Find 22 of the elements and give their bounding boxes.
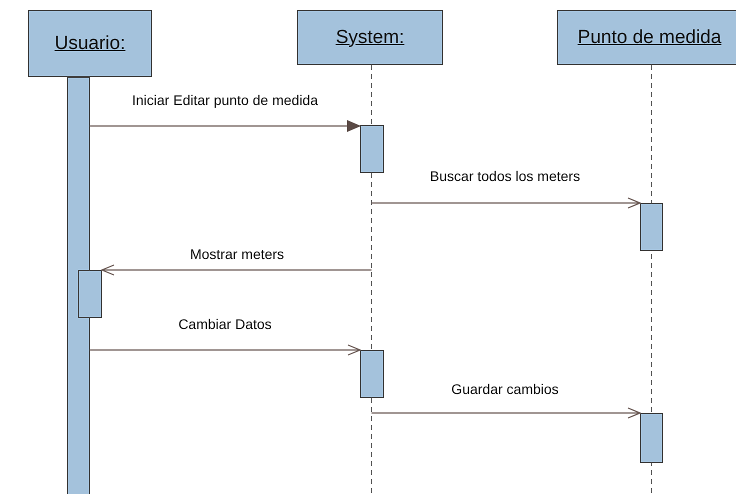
- message-arrow: [90, 120, 361, 132]
- message-label: Cambiar Datos: [178, 316, 272, 332]
- message-label: Buscar todos los meters: [430, 168, 580, 184]
- message-arrow: [372, 197, 641, 209]
- message-arrow: [372, 407, 641, 419]
- participant-name: Punto de medida: [578, 26, 722, 48]
- message-arrow: [101, 264, 372, 276]
- message-arrow: [90, 344, 361, 356]
- message-label: Guardar cambios: [451, 381, 559, 397]
- lifeline-header: [28, 10, 152, 77]
- activation-bar: [360, 350, 384, 398]
- lifeline-header: [557, 10, 736, 65]
- participant-name: Usuario:: [54, 32, 126, 54]
- activation-bar: [360, 125, 384, 173]
- activation-bar: [67, 77, 90, 494]
- activation-bar: [640, 203, 663, 251]
- activation-bar: [78, 270, 102, 318]
- lifeline-header: [297, 10, 443, 65]
- activation-bar: [640, 413, 663, 463]
- message-label: Mostrar meters: [190, 246, 284, 262]
- participant-name: System:: [336, 26, 404, 48]
- message-label: Iniciar Editar punto de medida: [132, 92, 318, 108]
